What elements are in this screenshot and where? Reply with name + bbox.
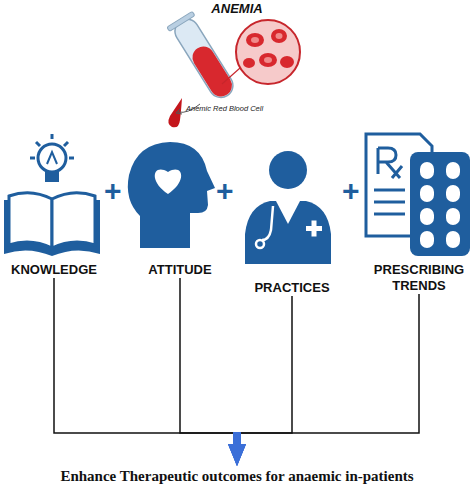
image-caption: Anemic Red Blood Cell [186,104,263,113]
merge-connector [180,278,237,444]
concept-label: PRESCRIBING TRENDS [366,262,472,294]
doctor-icon [245,151,331,264]
diagram-title: ANEMIA [0,1,474,16]
blood-cells [222,20,300,84]
node-text: ATTITUDE [128,262,232,278]
outcome-box: Enhance Therapeutic outcomes for anaemic… [8,466,466,486]
bracket-line [180,278,237,433]
node-text: PRESCRIBING TRENDS [366,262,472,294]
down-arrow [233,432,241,444]
prescription-icon [366,134,470,256]
plus-sign: + [342,176,360,206]
concept-label: PRACTICES [240,280,344,296]
concept-label: ATTITUDE [128,262,232,278]
node-text: KNOWLEDGE [2,262,106,278]
merge-connector [54,278,237,444]
down-arrow [233,432,241,444]
node-text: Enhance Therapeutic outcomes for anaemic… [8,466,466,486]
merge-connector [237,294,419,444]
plus-sign: + [216,176,234,206]
down-arrow [233,432,241,444]
bracket-line [237,296,292,433]
node-text: PRACTICES [240,280,344,296]
bracket-line [237,294,419,433]
concept-label: KNOWLEDGE [2,262,106,278]
merge-connector [237,296,292,444]
plus-sign: + [104,176,122,206]
down-arrow [233,432,241,444]
bracket-line [54,278,237,433]
head-heart-icon [128,142,215,248]
book-bulb-icon [4,134,100,256]
